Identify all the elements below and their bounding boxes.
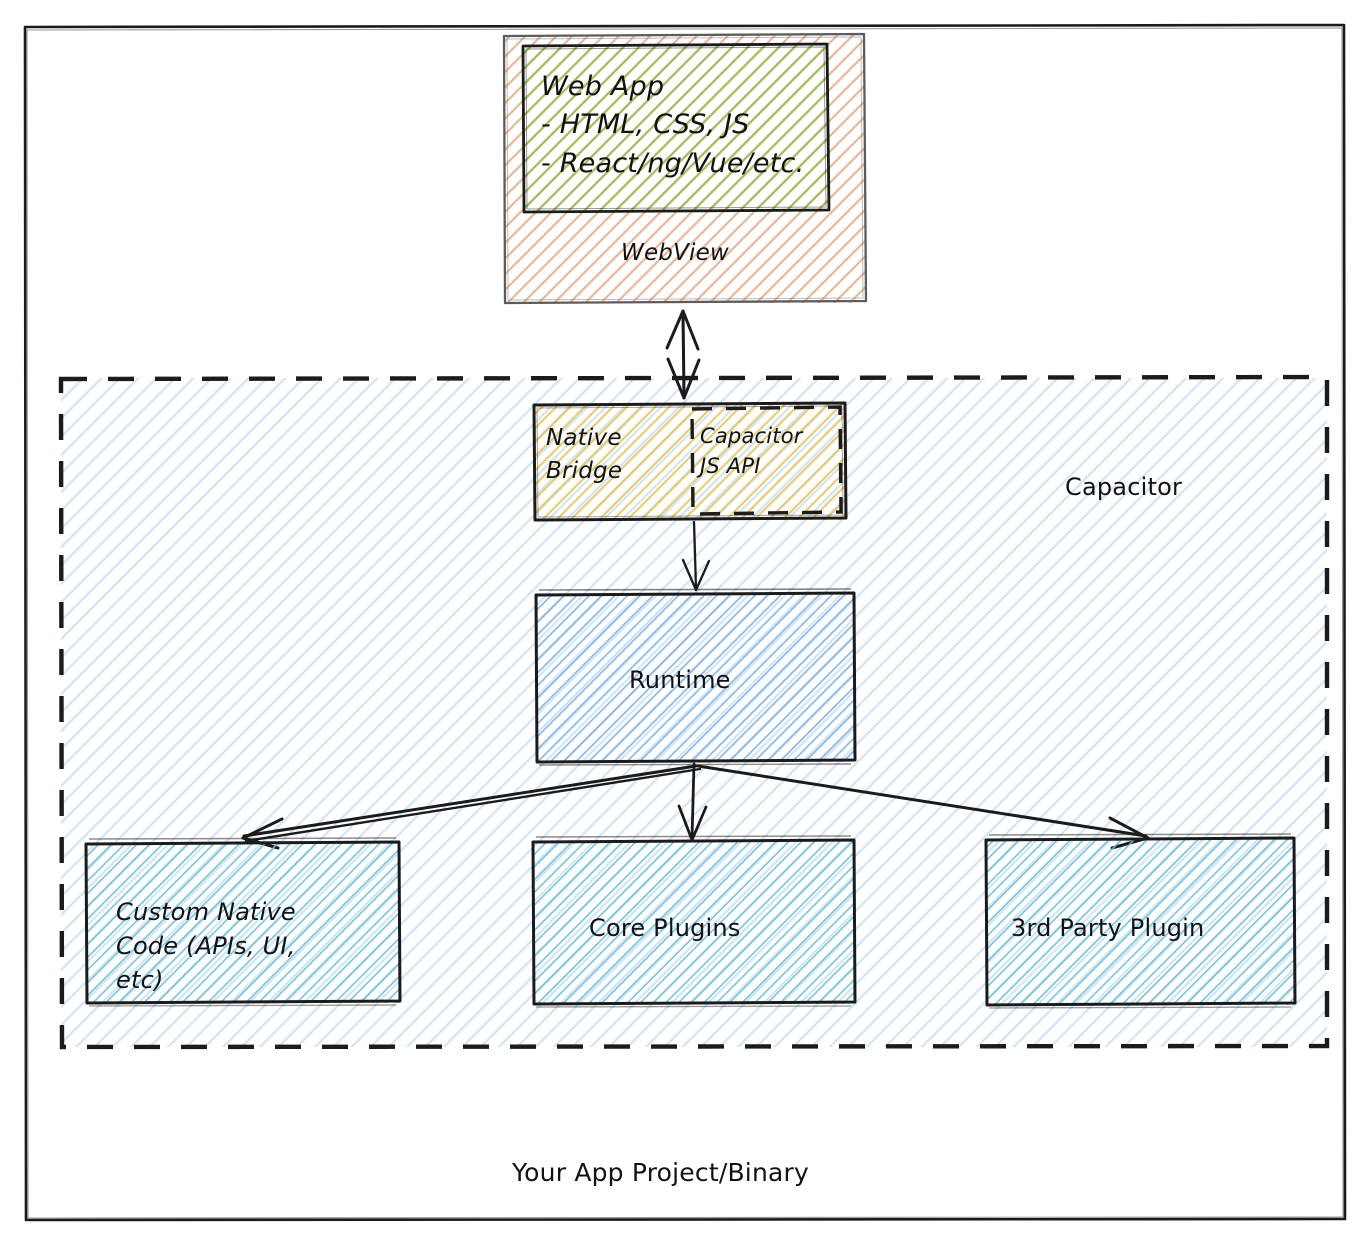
native-bridge-node	[532, 401, 848, 522]
edge-webview-bridge	[665, 309, 701, 400]
edge-runtime-custom-native	[241, 764, 702, 850]
custom-native-code-node	[84, 837, 402, 1007]
webapp-node	[521, 42, 831, 214]
core-plugins-node	[531, 835, 857, 1008]
capacitor-js-api-node	[690, 405, 843, 516]
edge-runtime-core-plugins	[677, 762, 708, 842]
outer-project-frame	[23, 23, 1347, 1222]
runtime-node	[534, 588, 857, 766]
edge-bridge-runtime	[681, 520, 711, 592]
third-party-plugin-node	[984, 833, 1297, 1009]
